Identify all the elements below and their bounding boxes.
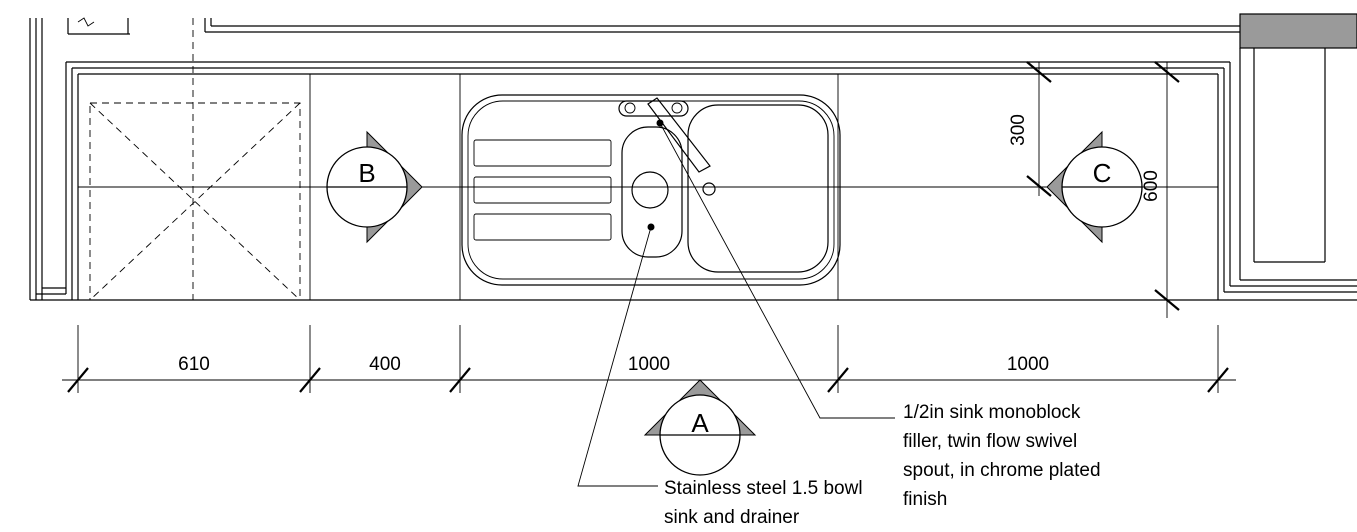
left-wall [29,18,79,301]
drainer-groove [473,176,612,204]
right-wall-unit [1217,13,1357,301]
sink-and-drainer [461,94,841,286]
half-bowl-waste [631,171,669,209]
dimension-label: 1000 [1007,354,1049,375]
note-line: finish [903,489,947,510]
sink-leader-line [577,226,658,487]
dimension-label: 1000 [628,354,670,375]
right-wall-section [1239,13,1357,49]
back-wall [66,17,1350,75]
note-line: sink and drainer [664,507,800,528]
drainer-groove [473,139,612,167]
section-label: C [1093,158,1112,188]
hob-cutout [89,18,301,301]
tap-spout [647,97,711,173]
section-marker-b: B [326,130,423,244]
section-label: B [358,158,375,188]
sink-outline [461,94,841,286]
half-bowl [621,126,683,258]
dimension-label: 300 [1008,114,1029,146]
tap-leader-line [659,122,895,419]
main-bowl [687,104,829,273]
note-line: filler, twin flow swivel [903,431,1077,452]
vertical-dimension-300: 300 [1008,61,1052,197]
drainer-groove [473,213,612,241]
note-line: spout, in chrome plated [903,460,1101,481]
overflow-hole [702,182,716,196]
tap-note: 1/2in sink monoblock filler, twin flow s… [903,402,1101,510]
section-marker-a: A [643,379,757,476]
horizontal-dimension-line: 610 400 1000 1000 [62,325,1236,393]
note-line: 1/2in sink monoblock [903,402,1081,423]
section-label: A [691,408,709,438]
dimension-label: 600 [1141,170,1162,202]
dimension-label: 400 [369,354,401,375]
note-line: Stainless steel 1.5 bowl [664,478,863,499]
vertical-dimension-600: 600 [1141,61,1180,318]
leader-lines [577,119,895,487]
section-marker-c: C [1046,130,1143,244]
sink-note: Stainless steel 1.5 bowl sink and draine… [664,478,863,528]
dimension-label: 610 [178,354,210,375]
